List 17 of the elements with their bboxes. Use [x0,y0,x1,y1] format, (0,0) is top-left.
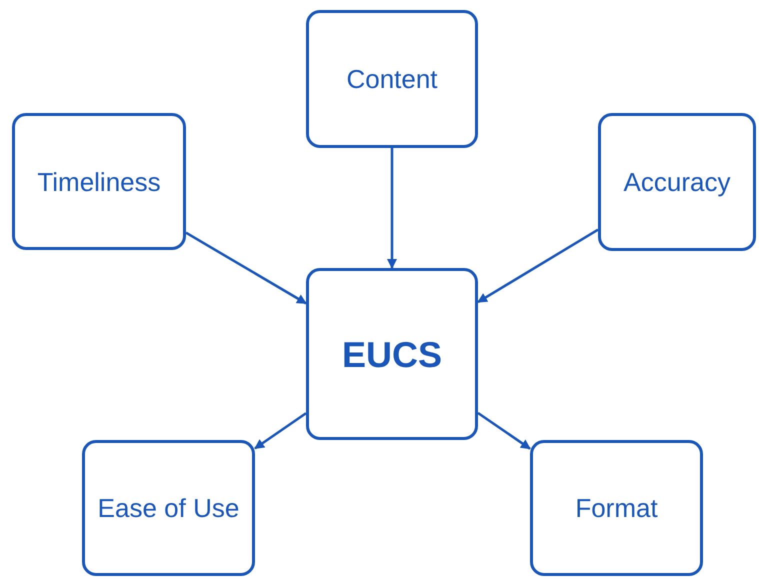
box-label: Timeliness [37,166,161,198]
box-label: Ease of Use [98,492,240,525]
rounded-box [306,268,478,440]
arrow [387,148,397,269]
arrow [477,412,531,450]
rounded-box [306,10,478,148]
arrow [477,228,599,304]
box-label: Content [346,63,438,96]
rounded-box [12,113,186,250]
rounded-box [530,440,703,576]
arrow [185,232,307,304]
box-label: Format [575,492,658,525]
box-label: Accuracy [624,166,730,199]
rounded-box [598,113,756,251]
rounded-box [82,440,255,576]
box-label: EUCS [342,332,442,376]
arrow [254,412,307,450]
